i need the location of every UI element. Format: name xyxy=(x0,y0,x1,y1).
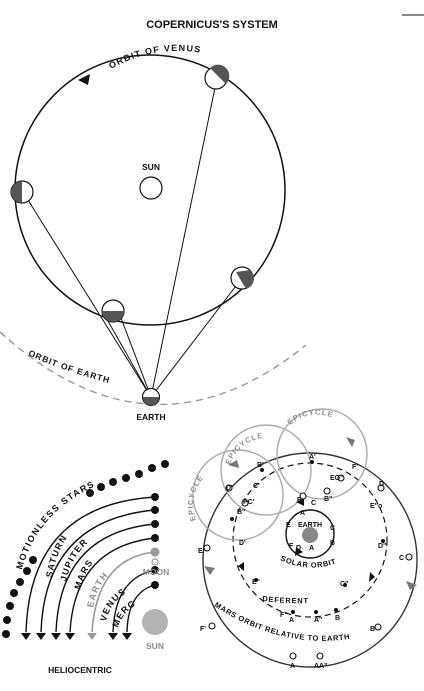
pt-aa: AA" xyxy=(314,663,327,670)
direction-arrows xyxy=(238,498,375,582)
heliocentric-diagram: MOTIONLESS STARS xyxy=(0,0,169,675)
epicycle-label-2: EPICYCLE xyxy=(223,431,264,466)
mercury-orbit xyxy=(126,584,156,633)
venus-orbit-arrow xyxy=(78,74,90,85)
pt-d5: D" xyxy=(378,543,386,550)
pt-a4: A xyxy=(289,617,294,624)
pt-f4: F" xyxy=(280,612,288,619)
small-points xyxy=(230,460,385,614)
pt-a5: A" xyxy=(314,617,322,624)
earth-orbit-gray xyxy=(91,551,156,633)
earth-label: EARTH xyxy=(136,412,165,422)
epicycle-label-3: EPICYCLE xyxy=(286,407,335,426)
pt-f3: F xyxy=(289,543,294,550)
pt-c3: C xyxy=(399,555,404,562)
mars-relative-orbit xyxy=(202,452,418,668)
pt-c4: C" xyxy=(340,581,348,588)
earth-orbit-label: ORBIT OF EARTH xyxy=(27,348,111,386)
jupiter-orbit xyxy=(40,509,156,633)
venus-orbit-h xyxy=(112,569,156,633)
venus-phase-bottom xyxy=(101,299,125,323)
mars-orbit xyxy=(55,523,156,633)
helio-sun xyxy=(142,609,168,635)
pt-a6: A xyxy=(290,663,295,670)
point-letters: A' B' D' B" C' PC' F' EO" E"o D F C B" A… xyxy=(198,454,404,670)
sight-lines xyxy=(22,77,243,398)
venus-phase-top xyxy=(204,64,230,90)
solar-orbit-label: SOLAR ORBIT xyxy=(279,554,337,570)
pt-e1: EO" xyxy=(330,475,343,482)
pt-b1: B' xyxy=(257,462,264,469)
earth-body xyxy=(141,387,161,407)
page-title: COPERNICUS'S SYSTEM xyxy=(146,19,278,31)
earth-arrowhead xyxy=(87,633,97,640)
pt-c2: C xyxy=(330,525,335,532)
orbit-arrowheads xyxy=(21,633,132,640)
pt-b4: B" xyxy=(324,496,332,503)
epi-earth xyxy=(302,527,318,543)
earth-marker-gray xyxy=(150,547,160,557)
pt-f5: F' xyxy=(200,626,206,633)
orbit-arrows xyxy=(204,437,417,590)
saturn-orbit xyxy=(25,496,156,633)
pt-a1: A' xyxy=(309,454,316,461)
sun-body xyxy=(139,176,163,200)
moon-marker xyxy=(151,558,159,566)
pt-a2: A' xyxy=(300,510,307,517)
solar-orbit-circle xyxy=(285,509,335,559)
venus-orbit-diagram: ORBIT OF VENUS SUN xyxy=(10,43,286,398)
pt-e5: E" xyxy=(252,579,260,586)
earth-orbit-h xyxy=(69,537,156,633)
mars-points xyxy=(203,474,413,660)
sun-label: SUN xyxy=(142,162,160,172)
pt-b5: B xyxy=(330,540,335,547)
heliocentric-caption: HELIOCENTRIC xyxy=(48,665,112,675)
pt-d3: D xyxy=(296,545,301,552)
pt-e3: E xyxy=(286,522,291,529)
venus-orbit-label: ORBIT OF VENUS xyxy=(107,43,202,71)
venus-phase-left xyxy=(10,180,34,204)
moon-label: MOON xyxy=(143,567,169,577)
pt-b3: C xyxy=(311,500,316,507)
venus-phase-right xyxy=(230,266,254,290)
pt-f1: F' xyxy=(352,464,358,471)
planet-markers xyxy=(151,493,159,589)
mars-orbit-relative-label: MARS ORBIT RELATIVE TO EARTH xyxy=(213,600,351,643)
pt-b7: B xyxy=(370,626,375,633)
pt-b6: B xyxy=(335,615,340,622)
pt-c1: C' xyxy=(253,483,260,490)
motionless-stars xyxy=(2,460,169,638)
planet-orbits xyxy=(25,496,156,633)
pt-d1: D' xyxy=(226,485,233,492)
pt-pc: PC' xyxy=(243,499,255,506)
pt-a3: A xyxy=(309,545,314,552)
pt-d2: D xyxy=(379,481,384,488)
epicycles xyxy=(192,408,368,541)
pt-e2: E"o xyxy=(370,503,382,510)
deferent-label: DEFERENT xyxy=(262,594,309,605)
epicycle-diagram: EARTH EPICYCLE EPICYCLE EPICYCLE SOLAR O… xyxy=(186,407,418,670)
pt-b2: B" xyxy=(237,509,245,516)
pt-d4: D' xyxy=(239,540,246,547)
helio-sun-label: SUN xyxy=(146,641,164,651)
epi-earth-label: EARTH xyxy=(298,522,322,529)
pt-e4: E' xyxy=(198,548,205,555)
epicycle-label-1: EPICYCLE xyxy=(186,473,205,522)
mars-label: MARS xyxy=(72,557,95,590)
pt-f2: F xyxy=(297,497,302,504)
